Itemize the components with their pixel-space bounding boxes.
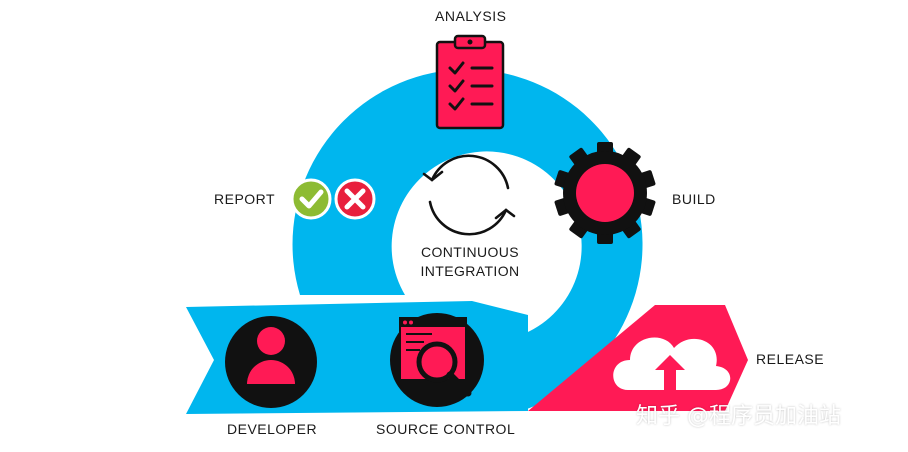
label-developer: DEVELOPER [227,421,318,437]
label-source-control: SOURCE CONTROL [376,421,516,437]
cloud-upload-icon [613,337,731,392]
code-search-icon [390,313,484,407]
center-label: CONTINUOUS INTEGRATION [395,243,545,281]
label-build: BUILD [672,191,716,207]
label-report: REPORT [214,191,276,207]
gear-icon [554,142,656,244]
watermark: 知乎 @程序员加油站 [636,404,841,429]
cross-icon [334,178,376,220]
user-icon [225,316,317,408]
center-label-line1: CONTINUOUS [420,244,520,260]
refresh-cycle-icon [422,154,516,236]
check-icon [290,178,332,220]
label-release: RELEASE [756,351,825,367]
clipboard-checklist-icon [435,34,505,130]
center-label-line2: INTEGRATION [420,263,520,279]
label-analysis: ANALYSIS [435,8,507,24]
ci-loop-band [292,69,643,411]
